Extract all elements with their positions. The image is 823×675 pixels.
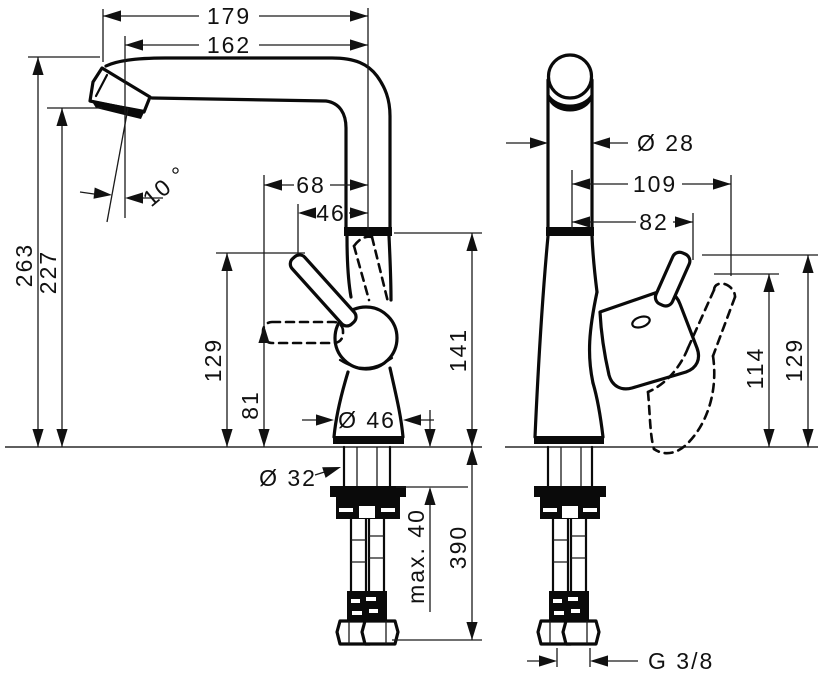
angle-reference-line	[106, 107, 129, 223]
dim-129-left-label: 129	[200, 338, 226, 382]
base-ring-front	[534, 436, 604, 444]
dim-g38-label: G 3/8	[648, 648, 714, 674]
spout-joint-band-front	[546, 227, 594, 236]
aerator-inner-line	[94, 73, 109, 98]
dimensions-left: 179 162 263 227 10 °	[11, 3, 482, 641]
dim-227-label: 227	[35, 250, 61, 294]
spout-inner-outline	[150, 96, 348, 229]
aerator-front-face	[549, 94, 591, 112]
dim-dia32-label: Ø 32	[259, 465, 317, 491]
body-upper-left-edge	[345, 234, 353, 299]
body-handle-seam	[587, 290, 599, 385]
dimensions-right: Ø 28 109 82 114 1	[506, 130, 818, 674]
dim-dia46-label: Ø 46	[338, 407, 396, 433]
dim-390-label: 390	[445, 525, 471, 569]
body-lower-left-edge	[332, 370, 350, 439]
body-lower-right-edge	[388, 366, 405, 439]
spout-outline	[104, 56, 392, 229]
handle-screw-detail	[631, 315, 651, 329]
dim-179-label: 179	[207, 3, 251, 29]
body-front-lower-right	[591, 381, 605, 439]
spout-top-cap	[546, 53, 594, 100]
body-front-right-edge	[590, 234, 599, 294]
left-view-drawing: 179 162 263 227 10 °	[5, 3, 482, 646]
hose-hex-nut	[360, 619, 400, 646]
handle-lever-solid-front	[653, 250, 692, 308]
handle-lever-dashed	[261, 320, 345, 345]
dim-114-label: 114	[742, 347, 768, 390]
mounting-hardware-left	[330, 445, 406, 646]
spout-joint-band	[344, 227, 392, 236]
base-ring	[333, 436, 404, 444]
dim-162-label: 162	[207, 32, 251, 58]
dim-263-label: 263	[11, 243, 37, 287]
hose-hex-nut	[561, 619, 601, 646]
dim-dia28-label: Ø 28	[637, 130, 695, 156]
body-upper-right-edge	[387, 234, 393, 302]
dim-max40-label: max. 40	[403, 508, 429, 604]
dim-81-label: 81	[237, 390, 263, 420]
handle-grip-solid-front	[598, 289, 701, 391]
handle-dashed-front	[646, 282, 737, 455]
spout-column-edges	[546, 78, 594, 229]
dim-109-label: 109	[633, 171, 677, 197]
body-front-left-edge	[533, 234, 550, 439]
mounting-hardware-right	[534, 445, 606, 646]
dim-46-label: 46	[316, 200, 346, 226]
aerator-face	[91, 100, 145, 119]
dim-129-right-label: 129	[781, 338, 807, 382]
dim-10deg-label: 10 °	[138, 160, 192, 212]
right-view-drawing: Ø 28 109 82 114 1	[505, 53, 818, 674]
handle-lever-solid	[288, 253, 358, 328]
dim-141-label: 141	[445, 328, 471, 372]
ball-lower-arc	[338, 356, 394, 370]
handle-dashed-vertical	[352, 235, 390, 304]
dim-82-label: 82	[639, 209, 669, 235]
dim-68-label: 68	[296, 172, 326, 198]
